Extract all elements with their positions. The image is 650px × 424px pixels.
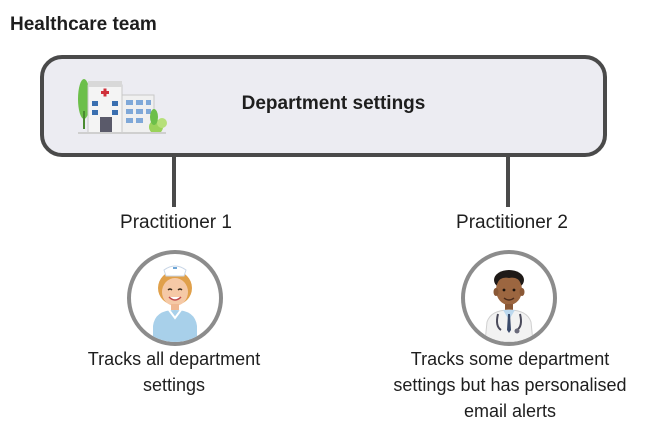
practitioner-2-description-line: Tracks some department: [410, 349, 610, 369]
practitioner-2-description-line: settings but has personalised: [393, 375, 627, 395]
practitioner-1-description-line: settings: [142, 375, 206, 395]
nurse-avatar-icon: [127, 250, 223, 346]
hospital-icon: [76, 71, 168, 137]
practitioner-1-description: Tracks all department settings: [40, 346, 308, 398]
connector-line-2: [506, 153, 510, 207]
department-label: Department settings: [241, 93, 426, 114]
connector-line-1: [172, 153, 176, 207]
department-settings-box: Department settings: [40, 55, 607, 157]
doctor-avatar-icon: [461, 250, 557, 346]
team-title: Healthcare team: [10, 14, 157, 35]
practitioner-2-description: Tracks some department settings but has …: [360, 346, 650, 424]
practitioner-2-name: Practitioner 2: [456, 212, 568, 233]
practitioner-1-name: Practitioner 1: [120, 212, 232, 233]
practitioner-1-description-line: Tracks all department: [87, 349, 261, 369]
practitioner-2-description-line: email alerts: [463, 401, 557, 421]
